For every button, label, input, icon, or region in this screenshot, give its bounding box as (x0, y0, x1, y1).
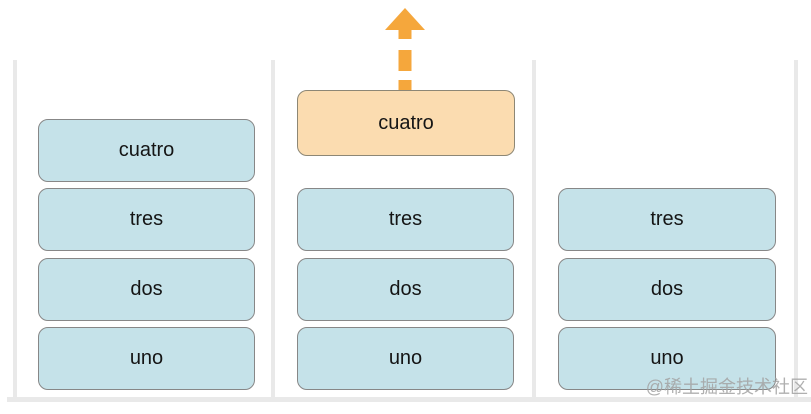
stack1-left-wall (13, 60, 17, 398)
stack-item-label: tres (388, 208, 423, 230)
stack-item: dos (297, 258, 514, 321)
stack-item-label: dos (650, 278, 684, 300)
stack-item: cuatro (38, 119, 255, 182)
popped-stack-item: cuatro (297, 90, 515, 156)
stack-item-label: uno (388, 347, 423, 369)
stack-item-label: cuatro (118, 139, 175, 161)
stack-item: dos (558, 258, 776, 321)
stack-item: uno (558, 327, 776, 390)
stack3-right-wall (794, 60, 798, 398)
stack-item: uno (297, 327, 514, 390)
stack-item: dos (38, 258, 255, 321)
stack-item: tres (558, 188, 776, 251)
stack-item-label: dos (130, 278, 163, 300)
stack1-right-wall (271, 60, 275, 398)
stack2-right-wall (532, 60, 536, 398)
pop-arrow-icon (385, 8, 425, 90)
stack-base-line (7, 397, 811, 402)
stack-item-label: uno (129, 347, 164, 369)
stack-item-label: tres (129, 208, 164, 230)
stack-item: uno (38, 327, 255, 390)
stack-item-label: cuatro (378, 111, 434, 134)
stack-item-label: uno (650, 347, 684, 369)
stack-item: tres (297, 188, 514, 251)
stack-item-label: dos (389, 278, 422, 300)
watermark: @稀土掘金技术社区 (645, 377, 808, 397)
stack-item-label: tres (650, 208, 684, 230)
stack-item: tres (38, 188, 255, 251)
